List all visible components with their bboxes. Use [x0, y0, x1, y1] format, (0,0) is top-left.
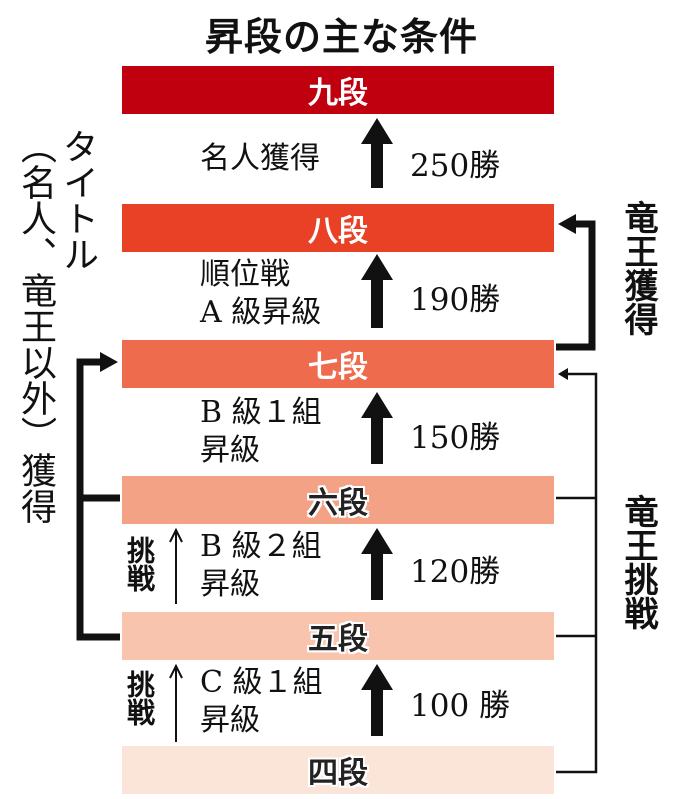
right-ryuo-challenge: 竜王挑戦 — [618, 494, 658, 630]
condition-9dan: 名人獲得 — [200, 140, 320, 178]
condition-8dan: 順位戦 A 級昇級 — [200, 256, 321, 332]
condition-line: 名人獲得 — [200, 141, 320, 176]
arrow-left-icon — [558, 214, 576, 234]
rank-label: 七段 — [308, 350, 368, 385]
left-bracket — [76, 358, 120, 641]
page-title: 昇段の主な条件 — [204, 15, 478, 59]
rank-label: 五段 — [308, 622, 368, 657]
rank-bar-7dan: 七段 — [122, 340, 554, 388]
rank-label: 四段 — [308, 756, 368, 791]
arrow-up-icon — [361, 118, 393, 188]
arrow-up-icon — [361, 528, 393, 600]
thin-arrow-up-icon — [169, 663, 183, 742]
arrow-up-icon — [361, 254, 393, 328]
condition-6dan: B 級２組 昇級 — [200, 528, 322, 604]
right-acquire-bracket — [556, 220, 596, 351]
condition-line: B 級１組 — [200, 395, 322, 430]
rank-bar-6dan: 六段 — [122, 476, 554, 524]
wins-7dan: 150勝 — [410, 420, 501, 456]
condition-line: 昇級 — [200, 567, 260, 602]
left-title-line1: タイトル — [57, 128, 98, 272]
rank-label: 九段 — [308, 76, 368, 111]
arrow-right-icon — [100, 352, 118, 372]
condition-5dan: C 級１組 昇級 — [200, 664, 323, 740]
left-title-line2: （名人、竜王以外）獲得 — [15, 128, 56, 524]
wins-6dan: 120勝 — [410, 554, 501, 590]
rank-bar-4dan: 四段 — [122, 746, 554, 794]
rank-label: 六段 — [308, 486, 368, 521]
rank-bar-9dan: 九段 — [122, 66, 554, 114]
wins-5dan: 100 勝 — [410, 688, 511, 724]
wins-8dan: 190勝 — [410, 282, 501, 318]
condition-line: B 級２組 — [200, 529, 322, 564]
arrow-up-icon — [361, 392, 393, 464]
arrow-up-icon — [361, 664, 393, 736]
condition-line: A 級昇級 — [200, 295, 322, 330]
condition-7dan: B 級１組 昇級 — [200, 394, 322, 470]
wins-9dan: 250勝 — [410, 148, 501, 184]
condition-line: 昇級 — [200, 433, 260, 468]
condition-line: 順位戦 — [200, 257, 290, 292]
right-challenge-bracket — [556, 372, 598, 774]
right-ryuo-acquire: 竜王獲得 — [618, 200, 658, 336]
rank-bar-5dan: 五段 — [122, 612, 554, 660]
arrow-left-icon — [558, 368, 568, 380]
condition-line: 昇級 — [200, 703, 260, 738]
challenge-label-6dan: 挑戦 — [123, 536, 156, 592]
condition-line: C 級１組 — [200, 665, 323, 700]
thin-arrow-up-icon — [169, 527, 183, 604]
rank-bar-8dan: 八段 — [122, 204, 554, 252]
rank-label: 八段 — [308, 214, 368, 249]
challenge-label-5dan: 挑戦 — [123, 670, 156, 726]
